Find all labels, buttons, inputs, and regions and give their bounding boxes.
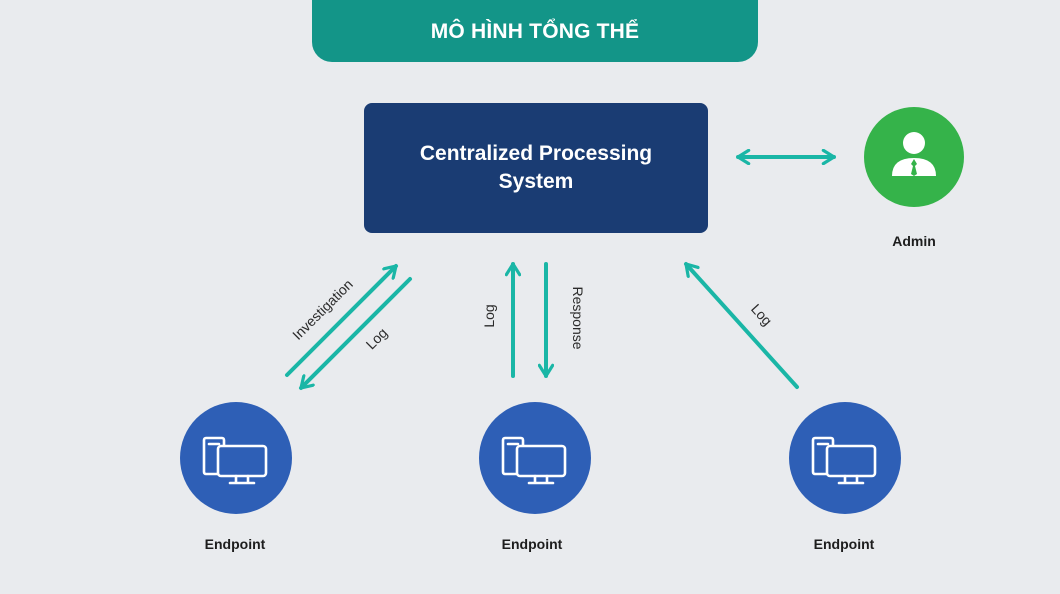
log-arrow-left — [299, 277, 412, 390]
log-label-left: Log — [363, 325, 391, 353]
central-processing-system-label: Centralized Processing System — [419, 142, 653, 193]
endpoint-node-left — [180, 402, 292, 514]
diagram-title: MÔ HÌNH TỔNG THỂ — [312, 0, 758, 62]
computer-icon — [811, 436, 877, 485]
response-label: Response — [570, 286, 586, 349]
central-processing-system-node: Centralized Processing System — [364, 103, 708, 233]
investigation-label: Investigation — [289, 276, 356, 343]
log-label-center: Log — [481, 304, 497, 327]
endpoint-node-center — [479, 402, 591, 514]
endpoint-label-right: Endpoint — [813, 536, 875, 552]
computer-icon — [501, 436, 567, 485]
endpoint-label-center: Endpoint — [501, 536, 563, 552]
investigation-arrow — [285, 264, 398, 377]
computer-icon — [202, 436, 268, 485]
admin-label: Admin — [892, 233, 936, 249]
user-icon — [892, 132, 936, 176]
endpoint-node-right — [789, 402, 901, 514]
log-arrow-right — [684, 262, 799, 389]
log-label-right: Log — [748, 301, 776, 329]
endpoint-label-left: Endpoint — [204, 536, 266, 552]
admin-node — [864, 107, 964, 207]
